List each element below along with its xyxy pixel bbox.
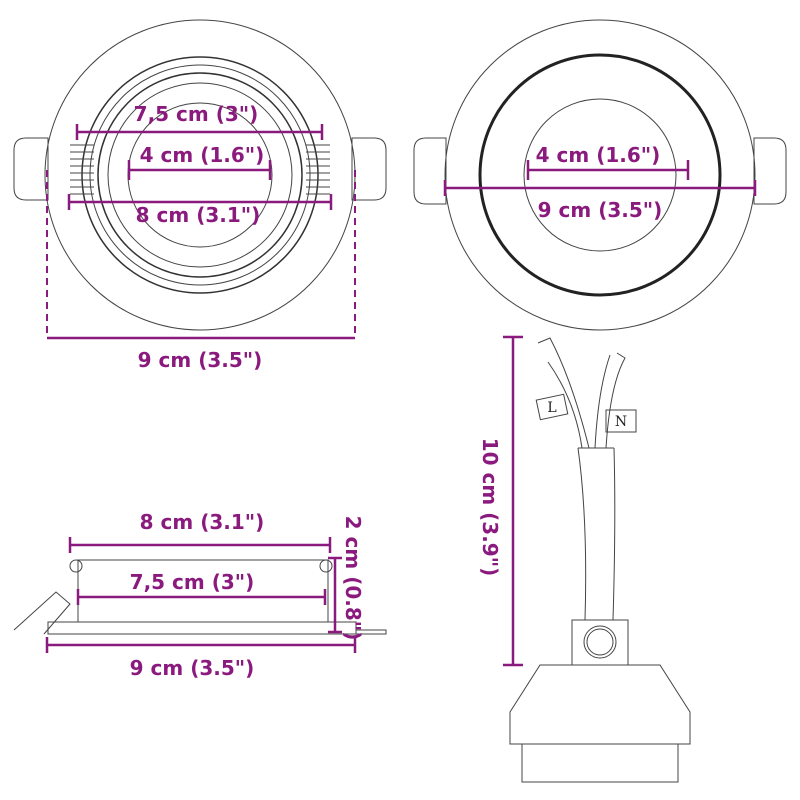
side-cutout-label: 8 cm (3.1") [140,510,265,534]
wire-tag-n: N [605,409,637,433]
top-lens-label: 4 cm (1.6") [536,143,661,167]
top-view: 4 cm (1.6") 9 cm (3.5") [413,19,787,331]
front-lens-label: 4 cm (1.6") [140,143,265,167]
front-view: 7,5 cm (3") 4 cm (1.6") 8 cm (3.1") 9 cm… [13,19,387,372]
side-body-label: 7,5 cm (3") [130,570,255,594]
front-outer-ring-label: 7,5 cm (3") [134,102,259,126]
front-cutout-label: 8 cm (3.1") [136,203,261,227]
side-height-label: 2 cm (0.8") [341,516,365,641]
cable-length-label: 10 cm (3.9") [478,438,502,577]
spring-right-icon [306,144,330,195]
top-overall-label: 9 cm (3.5") [538,198,663,222]
spring-left-icon [70,144,94,195]
driver-view: 10 cm (3.9") L N [478,335,691,783]
wire-tag-l-text: L [547,400,556,416]
wire-tag-l: L [535,393,569,421]
side-view: 8 cm (3.1") 7,5 cm (3") 9 cm (3.5") 2 cm… [13,510,387,680]
front-overall-label: 9 cm (3.5") [138,348,263,372]
side-overall-label: 9 cm (3.5") [130,656,255,680]
wire-tag-n-text: N [615,414,627,430]
